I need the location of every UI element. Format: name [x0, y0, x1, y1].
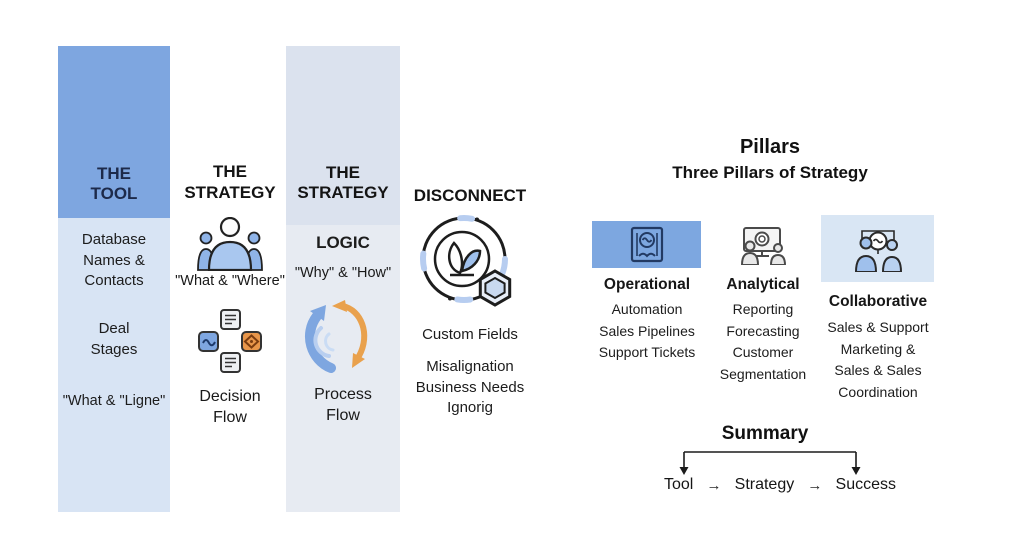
analytical-presentation-icon	[740, 227, 787, 266]
disconnect-plant-icon	[420, 215, 512, 307]
logic-caption: "Why" & "How"	[294, 265, 392, 281]
analytical-label: Analytical	[726, 276, 800, 293]
tool-item-deal-stages: Deal Stages	[90, 320, 138, 358]
decision-flow-icon	[198, 309, 262, 373]
tool-item-database: Database Names & Contacts	[81, 231, 147, 290]
operational-card	[592, 221, 701, 268]
summary-step-tool: Tool	[664, 476, 694, 493]
tool-column-body-panel: Database Names & Contacts Deal Stages "W…	[58, 218, 170, 512]
strategy-heading: THE STRATEGY	[184, 162, 276, 202]
summary-flow: Tool → Strategy → Success	[664, 476, 896, 494]
summary-step-strategy: Strategy	[734, 476, 795, 493]
tool-column-header-panel: THE TOOL	[58, 46, 170, 218]
collaborative-card	[821, 215, 934, 282]
decision-flow-label: Decision Flow	[199, 388, 261, 426]
analytical-icon-wrap	[733, 225, 793, 266]
disconnect-item-custom-fields: Custom Fields	[422, 326, 518, 343]
collaborative-details: Sales & Support Marketing & Sales & Sale…	[827, 319, 929, 401]
collaborative-label: Collaborative	[828, 293, 928, 310]
summary-title: Summary	[721, 423, 809, 444]
disconnect-item-misalignment: Misalignation Business Needs Ignorig	[415, 358, 525, 417]
operational-label: Operational	[603, 276, 691, 293]
logic-heading: THE STRATEGY	[297, 162, 389, 203]
logic-column-body-panel	[286, 225, 400, 512]
right-arrow-icon: →	[706, 476, 722, 494]
right-arrow-icon: →	[807, 476, 823, 494]
meeting-people-icon	[197, 217, 263, 271]
summary-step-success: Success	[835, 476, 896, 493]
tool-heading: THE TOOL	[90, 163, 138, 204]
analytical-details: Reporting Forecasting Customer Segmentat…	[719, 301, 807, 383]
pillars-subtitle: Three Pillars of Strategy	[672, 163, 868, 182]
pillars-title: Pillars	[739, 136, 801, 158]
logic-subheading: LOGIC	[316, 233, 370, 252]
collaborative-people-icon	[854, 229, 902, 272]
process-flow-label: Process Flow	[314, 386, 372, 424]
operational-book-icon	[630, 226, 663, 262]
operational-details: Automation Sales Pipelines Support Ticke…	[598, 301, 696, 361]
disconnect-heading: DISCONNECT	[413, 186, 527, 205]
logic-column-header-panel: THE STRATEGY	[286, 46, 400, 225]
process-flow-icon	[304, 300, 368, 373]
strategy-caption: "What & "Where"	[175, 273, 285, 289]
summary-bracket-arrows	[679, 451, 861, 475]
tool-item-quote: "What & "Ligne"	[62, 393, 166, 410]
